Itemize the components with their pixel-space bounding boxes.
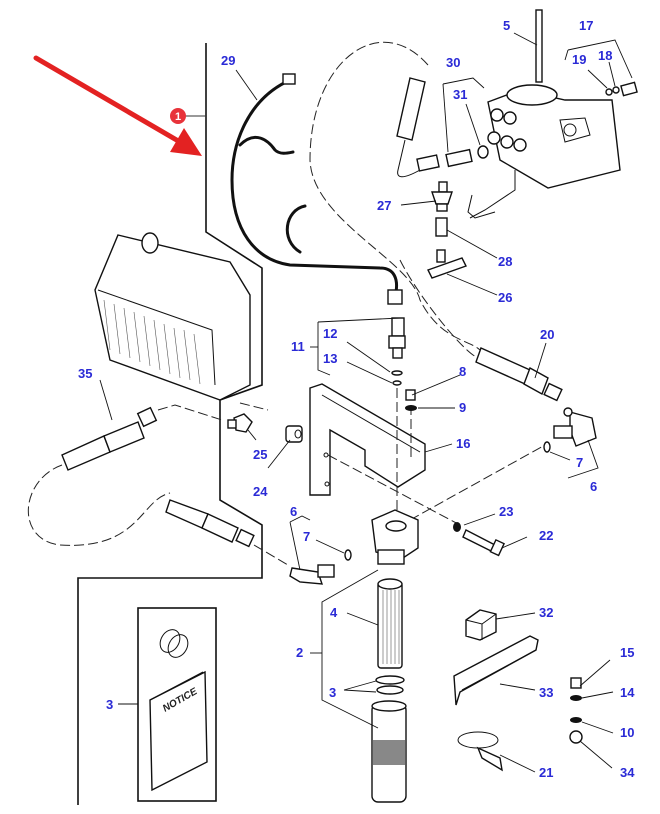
hose-route-lower [399,259,481,359]
edge-trim [453,635,539,706]
label-17[interactable]: 17 [579,18,593,33]
label-21[interactable]: 21 [539,765,553,780]
fitting-25 [227,413,253,433]
label-27[interactable]: 27 [377,198,391,213]
label-30[interactable]: 30 [446,55,460,70]
hose-left [61,406,158,471]
adapter [435,217,448,237]
nut-34 [569,730,583,744]
label-20[interactable]: 20 [540,327,554,342]
label-26[interactable]: 26 [498,290,512,305]
hose-route-left [27,464,171,546]
label-31[interactable]: 31 [453,87,467,102]
callout-badge-1[interactable]: 1 [170,108,206,124]
red-pointer-arrow [33,55,202,156]
label-35[interactable]: 35 [78,366,92,381]
hose-route-elbow [253,544,289,566]
label-22[interactable]: 22 [539,528,553,543]
o-ring-7-left [344,549,352,561]
washer-10 [570,717,582,723]
hose-lower [165,499,255,548]
label-13[interactable]: 13 [323,351,337,366]
label-12[interactable]: 12 [323,326,337,341]
bolt-15 [570,677,582,689]
label-2[interactable]: 2 [296,645,303,660]
label-24[interactable]: 24 [253,484,268,499]
cable-tie [457,731,503,772]
label-3-kit[interactable]: 3 [106,697,113,712]
temperature-sender [388,317,406,386]
label-29[interactable]: 29 [221,53,235,68]
tee-fitting [427,249,467,279]
label-6-left[interactable]: 6 [290,504,297,519]
label-11[interactable]: 11 [291,339,305,354]
pressure-switch [431,181,453,212]
o-ring-3-bottom [376,685,404,695]
bolt-22 [462,529,496,554]
plug-assembly [605,81,638,97]
hose-route-cooler [157,402,269,421]
label-18[interactable]: 18 [598,48,612,63]
label-34[interactable]: 34 [620,765,635,780]
label-15[interactable]: 15 [620,645,634,660]
assembly-frame [77,43,263,805]
filter-bowl [371,700,407,803]
label-28[interactable]: 28 [498,254,512,269]
washer-14 [570,695,582,701]
elbow-fitting-left [289,564,335,585]
hose-route-top [309,41,481,351]
label-9[interactable]: 9 [459,400,466,415]
pump-housing [469,84,621,219]
filter-element [377,578,403,669]
label-4[interactable]: 4 [330,605,338,620]
label-10[interactable]: 10 [620,725,634,740]
label-19[interactable]: 19 [572,52,586,67]
service-kit-box [137,607,217,802]
label-7-left[interactable]: 7 [303,529,310,544]
mounting-bracket [309,383,426,496]
washer-9 [405,405,417,411]
label-25[interactable]: 25 [253,447,267,462]
washer-23 [453,522,461,532]
label-3-filter[interactable]: 3 [329,685,336,700]
filter-head [371,509,419,565]
o-ring-3-top [375,675,405,685]
label-33[interactable]: 33 [539,685,553,700]
label-14[interactable]: 14 [620,685,635,700]
o-ring-7-right [543,441,551,453]
notice-booklet: NOTICE [149,670,208,792]
spacer-bushing [285,425,303,443]
part-labels: 29 5 17 19 18 30 31 27 28 26 11 12 13 8 … [78,18,635,780]
label-7-right[interactable]: 7 [576,455,583,470]
label-23[interactable]: 23 [499,504,513,519]
bolt-8 [405,389,416,401]
stud [535,9,543,83]
axis-line-bolt22 [327,454,461,526]
hose-right [475,347,563,402]
oil-cooler [94,232,251,401]
label-16[interactable]: 16 [456,436,470,451]
label-32[interactable]: 32 [539,605,553,620]
bolt-22-head [489,538,505,557]
label-5[interactable]: 5 [503,18,510,33]
sensor-hose [396,77,489,178]
kit-o-rings [159,629,189,658]
clip-bracket [467,194,496,219]
rubber-block [465,609,497,641]
leader-lines [99,32,633,773]
label-6-right[interactable]: 6 [590,479,597,494]
label-8[interactable]: 8 [459,364,466,379]
wiring-harness [230,73,403,305]
callout-label: 1 [175,111,181,123]
elbow-fitting-right [553,407,597,447]
axis-line-elbow [409,444,546,521]
